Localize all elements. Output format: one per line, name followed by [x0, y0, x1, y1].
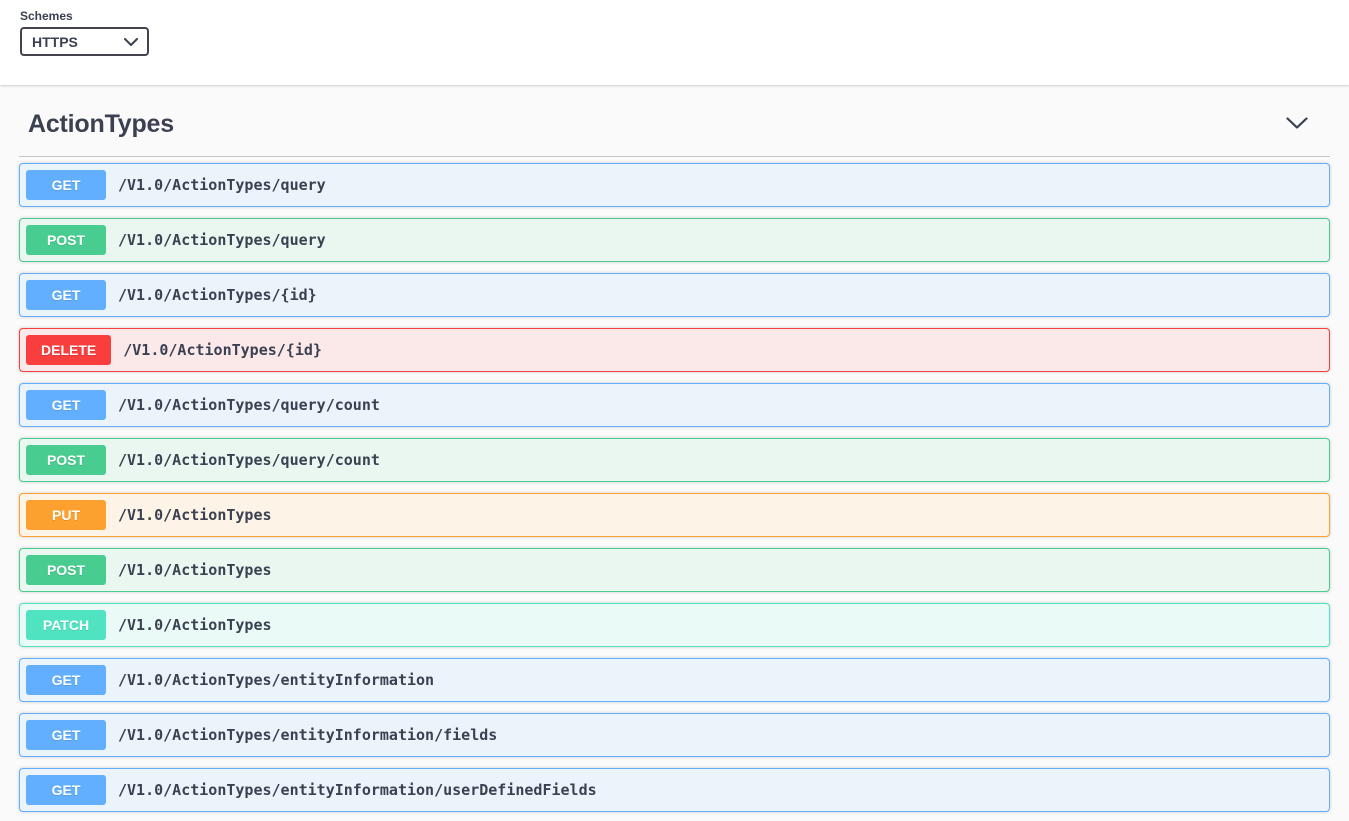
endpoint-path: /V1.0/ActionTypes/query/count: [118, 451, 380, 469]
method-badge: GET: [26, 720, 106, 750]
endpoint-path: /V1.0/ActionTypes/query: [118, 231, 326, 249]
method-badge: POST: [26, 225, 106, 255]
scheme-container: Schemes HTTPS: [0, 0, 1349, 85]
endpoint-row[interactable]: POST /V1.0/ActionTypes/query: [19, 218, 1330, 262]
endpoint-path: /V1.0/ActionTypes/entityInformation/user…: [118, 781, 597, 799]
endpoint-row[interactable]: POST /V1.0/ActionTypes: [19, 548, 1330, 592]
endpoint-row[interactable]: GET /V1.0/ActionTypes/entityInformation/…: [19, 713, 1330, 757]
method-badge: GET: [26, 665, 106, 695]
method-badge: POST: [26, 555, 106, 585]
schemes-select-wrap: HTTPS: [20, 27, 149, 56]
endpoint-path: /V1.0/ActionTypes/query/count: [118, 396, 380, 414]
endpoint-path: /V1.0/ActionTypes: [118, 506, 272, 524]
endpoint-path: /V1.0/ActionTypes/entityInformation/fiel…: [118, 726, 497, 744]
method-badge: DELETE: [26, 335, 111, 365]
method-badge: POST: [26, 445, 106, 475]
endpoint-path: /V1.0/ActionTypes/query: [118, 176, 326, 194]
chevron-down-icon[interactable]: [1286, 116, 1308, 134]
method-badge: GET: [26, 170, 106, 200]
method-badge: PUT: [26, 500, 106, 530]
endpoint-row[interactable]: GET /V1.0/ActionTypes/query: [19, 163, 1330, 207]
schemes-select[interactable]: HTTPS: [20, 27, 149, 56]
endpoint-row[interactable]: POST /V1.0/ActionTypes/query/count: [19, 438, 1330, 482]
endpoint-row[interactable]: DELETE /V1.0/ActionTypes/{id}: [19, 328, 1330, 372]
section-header-actiontypes[interactable]: ActionTypes: [19, 97, 1330, 157]
method-badge: GET: [26, 280, 106, 310]
endpoint-path: /V1.0/ActionTypes/entityInformation: [118, 671, 434, 689]
endpoint-list: GET /V1.0/ActionTypes/query POST /V1.0/A…: [19, 157, 1330, 812]
endpoint-row[interactable]: GET /V1.0/ActionTypes/{id}: [19, 273, 1330, 317]
method-badge: GET: [26, 775, 106, 805]
schemes-label: Schemes: [20, 9, 1349, 23]
endpoint-path: /V1.0/ActionTypes/{id}: [118, 286, 317, 304]
method-badge: PATCH: [26, 610, 106, 640]
method-badge: GET: [26, 390, 106, 420]
actiontypes-section: ActionTypes GET /V1.0/ActionTypes/query …: [0, 85, 1349, 812]
endpoint-row[interactable]: GET /V1.0/ActionTypes/entityInformation: [19, 658, 1330, 702]
endpoint-path: /V1.0/ActionTypes/{id}: [123, 341, 322, 359]
endpoint-row[interactable]: PATCH /V1.0/ActionTypes: [19, 603, 1330, 647]
endpoint-row[interactable]: GET /V1.0/ActionTypes/query/count: [19, 383, 1330, 427]
endpoint-row[interactable]: PUT /V1.0/ActionTypes: [19, 493, 1330, 537]
endpoint-row[interactable]: GET /V1.0/ActionTypes/entityInformation/…: [19, 768, 1330, 812]
endpoint-path: /V1.0/ActionTypes: [118, 616, 272, 634]
endpoint-path: /V1.0/ActionTypes: [118, 561, 272, 579]
section-title: ActionTypes: [28, 110, 174, 139]
